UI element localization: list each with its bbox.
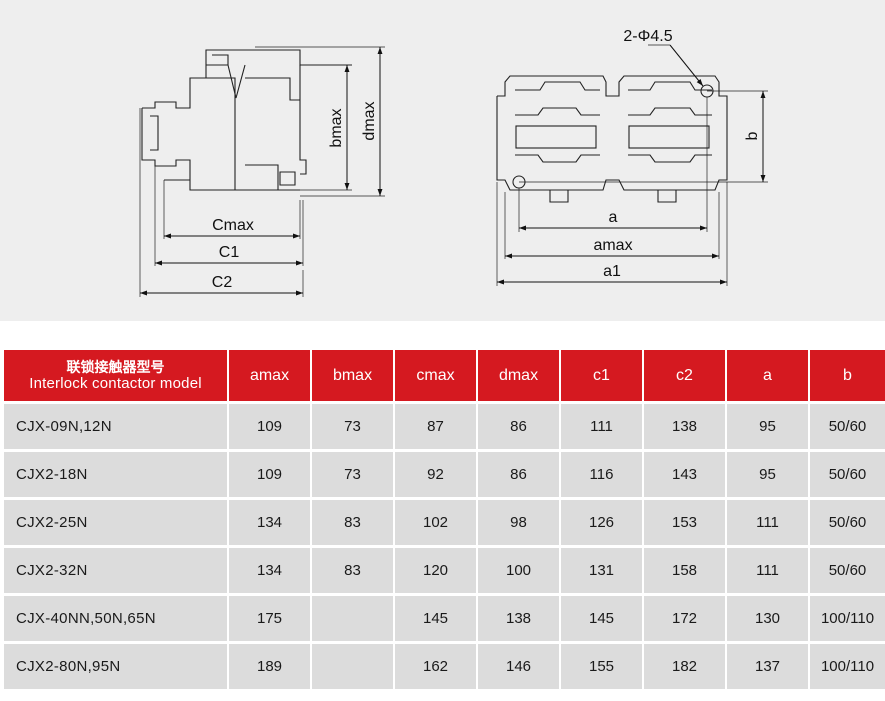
value-cell: 175 <box>229 593 312 641</box>
value-cell: 102 <box>395 497 478 545</box>
table-row: CJX2-25N 134 83 102 98 126 153 111 50/60 <box>4 497 885 545</box>
value-cell: 109 <box>229 401 312 449</box>
header-model: 联锁接触器型号 Interlock contactor model <box>4 350 229 401</box>
value-cell: 145 <box>561 593 644 641</box>
model-cell: CJX2-18N <box>4 449 229 497</box>
value-cell: 138 <box>644 401 727 449</box>
value-cell <box>312 593 395 641</box>
header-a: a <box>727 350 810 401</box>
side-view-outline <box>141 49 352 191</box>
value-cell: 50/60 <box>810 497 885 545</box>
header-model-zh: 联锁接触器型号 <box>66 359 165 375</box>
value-cell: 86 <box>478 449 561 497</box>
label-a: a <box>609 209 618 226</box>
value-cell: 158 <box>644 545 727 593</box>
value-cell: 109 <box>229 449 312 497</box>
spec-table: 联锁接触器型号 Interlock contactor model amax b… <box>4 350 885 689</box>
label-bmax: bmax <box>328 108 345 147</box>
value-cell: 153 <box>644 497 727 545</box>
value-cell: 98 <box>478 497 561 545</box>
label-cmax: Cmax <box>212 217 254 234</box>
value-cell: 73 <box>312 401 395 449</box>
value-cell: 145 <box>395 593 478 641</box>
side-view-extension-lines <box>139 46 385 297</box>
dimension-drawing: Cmax C1 C2 bmax dmax <box>139 28 768 297</box>
value-cell: 87 <box>395 401 478 449</box>
table-row: CJX-09N,12N 109 73 87 86 111 138 95 50/6… <box>4 401 885 449</box>
header-dmax: dmax <box>478 350 561 401</box>
header-bmax: bmax <box>312 350 395 401</box>
header-c1: c1 <box>561 350 644 401</box>
header-model-en: Interlock contactor model <box>29 375 202 392</box>
value-cell: 172 <box>644 593 727 641</box>
value-cell: 126 <box>561 497 644 545</box>
value-cell: 120 <box>395 545 478 593</box>
value-cell: 116 <box>561 449 644 497</box>
side-view-dimension-lines <box>140 47 383 296</box>
value-cell: 182 <box>644 641 727 689</box>
label-b: b <box>744 131 761 140</box>
value-cell: 189 <box>229 641 312 689</box>
value-cell: 83 <box>312 497 395 545</box>
model-cell: CJX2-32N <box>4 545 229 593</box>
value-cell: 138 <box>478 593 561 641</box>
label-amax: amax <box>593 237 632 254</box>
value-cell: 95 <box>727 401 810 449</box>
header-cmax: cmax <box>395 350 478 401</box>
value-cell: 155 <box>561 641 644 689</box>
value-cell: 50/60 <box>810 545 885 593</box>
value-cell: 73 <box>312 449 395 497</box>
value-cell: 100/110 <box>810 641 885 689</box>
value-cell: 143 <box>644 449 727 497</box>
value-cell: 95 <box>727 449 810 497</box>
table-header-row: 联锁接触器型号 Interlock contactor model amax b… <box>4 350 885 401</box>
value-cell: 146 <box>478 641 561 689</box>
header-c2: c2 <box>644 350 727 401</box>
header-b: b <box>810 350 885 401</box>
label-a1: a1 <box>603 263 621 280</box>
front-view-dimension-lines <box>497 44 766 285</box>
dimension-drawing-panel: Cmax C1 C2 bmax dmax <box>0 0 885 321</box>
header-amax: amax <box>229 350 312 401</box>
value-cell: 111 <box>561 401 644 449</box>
value-cell: 50/60 <box>810 401 885 449</box>
model-cell: CJX-40NN,50N,65N <box>4 593 229 641</box>
value-cell: 92 <box>395 449 478 497</box>
table-row: CJX2-18N 109 73 92 86 116 143 95 50/60 <box>4 449 885 497</box>
value-cell: 100 <box>478 545 561 593</box>
model-cell: CJX2-80N,95N <box>4 641 229 689</box>
front-view-outline <box>496 75 728 203</box>
front-view-extension-lines <box>496 44 768 286</box>
value-cell: 111 <box>727 545 810 593</box>
value-cell: 130 <box>727 593 810 641</box>
value-cell: 134 <box>229 497 312 545</box>
table-row: CJX2-32N 134 83 120 100 131 158 111 50/6… <box>4 545 885 593</box>
label-c1: C1 <box>219 244 240 261</box>
value-cell: 134 <box>229 545 312 593</box>
model-cell: CJX2-25N <box>4 497 229 545</box>
value-cell: 100/110 <box>810 593 885 641</box>
value-cell: 162 <box>395 641 478 689</box>
value-cell: 83 <box>312 545 395 593</box>
value-cell: 131 <box>561 545 644 593</box>
value-cell: 137 <box>727 641 810 689</box>
label-hole-diameter: 2-Φ4.5 <box>623 28 672 45</box>
table-row: CJX2-80N,95N 189 162 146 155 182 137 100… <box>4 641 885 689</box>
value-cell: 50/60 <box>810 449 885 497</box>
value-cell <box>312 641 395 689</box>
value-cell: 111 <box>727 497 810 545</box>
label-c2: C2 <box>212 274 233 291</box>
model-cell: CJX-09N,12N <box>4 401 229 449</box>
label-dmax: dmax <box>361 101 378 140</box>
value-cell: 86 <box>478 401 561 449</box>
table-row: CJX-40NN,50N,65N 175 145 138 145 172 130… <box>4 593 885 641</box>
